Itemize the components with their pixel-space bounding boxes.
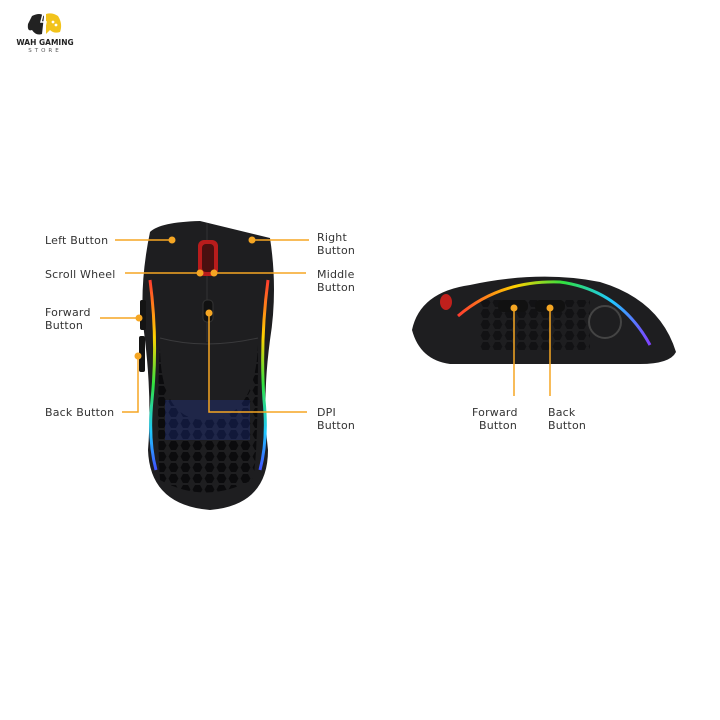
label-side-forward-line1: Forward <box>472 406 518 419</box>
logo-subtitle: STORE <box>28 48 62 54</box>
label-side-back-line2: Button <box>548 419 587 432</box>
label-right-line2: Button <box>317 244 356 257</box>
mouse-side-view <box>412 276 676 364</box>
label-side-forward-line2: Button <box>478 419 517 432</box>
label-middle-line1: Middle <box>317 268 355 281</box>
label-left-button: Left Button <box>45 234 109 247</box>
label-dpi-line1: DPI <box>317 406 336 419</box>
label-forward-line2: Button <box>45 319 84 332</box>
callout-dots <box>134 236 554 360</box>
leader-lines <box>100 239 551 413</box>
label-middle-line2: Button <box>317 281 356 294</box>
label-right-line1: Right <box>317 231 347 244</box>
label-dpi-line2: Button <box>317 419 356 432</box>
gamepad-logo-icon <box>27 9 62 37</box>
label-scroll-wheel: Scroll Wheel <box>45 268 116 281</box>
label-forward-line1: Forward <box>45 306 91 319</box>
label-side-back-line1: Back <box>548 406 576 419</box>
mouse-top-view <box>139 221 274 510</box>
label-back-button: Back Button <box>45 406 115 419</box>
store-logo: WAH GAMING STORE <box>10 8 80 58</box>
logo-title: WAH GAMING <box>16 38 74 47</box>
